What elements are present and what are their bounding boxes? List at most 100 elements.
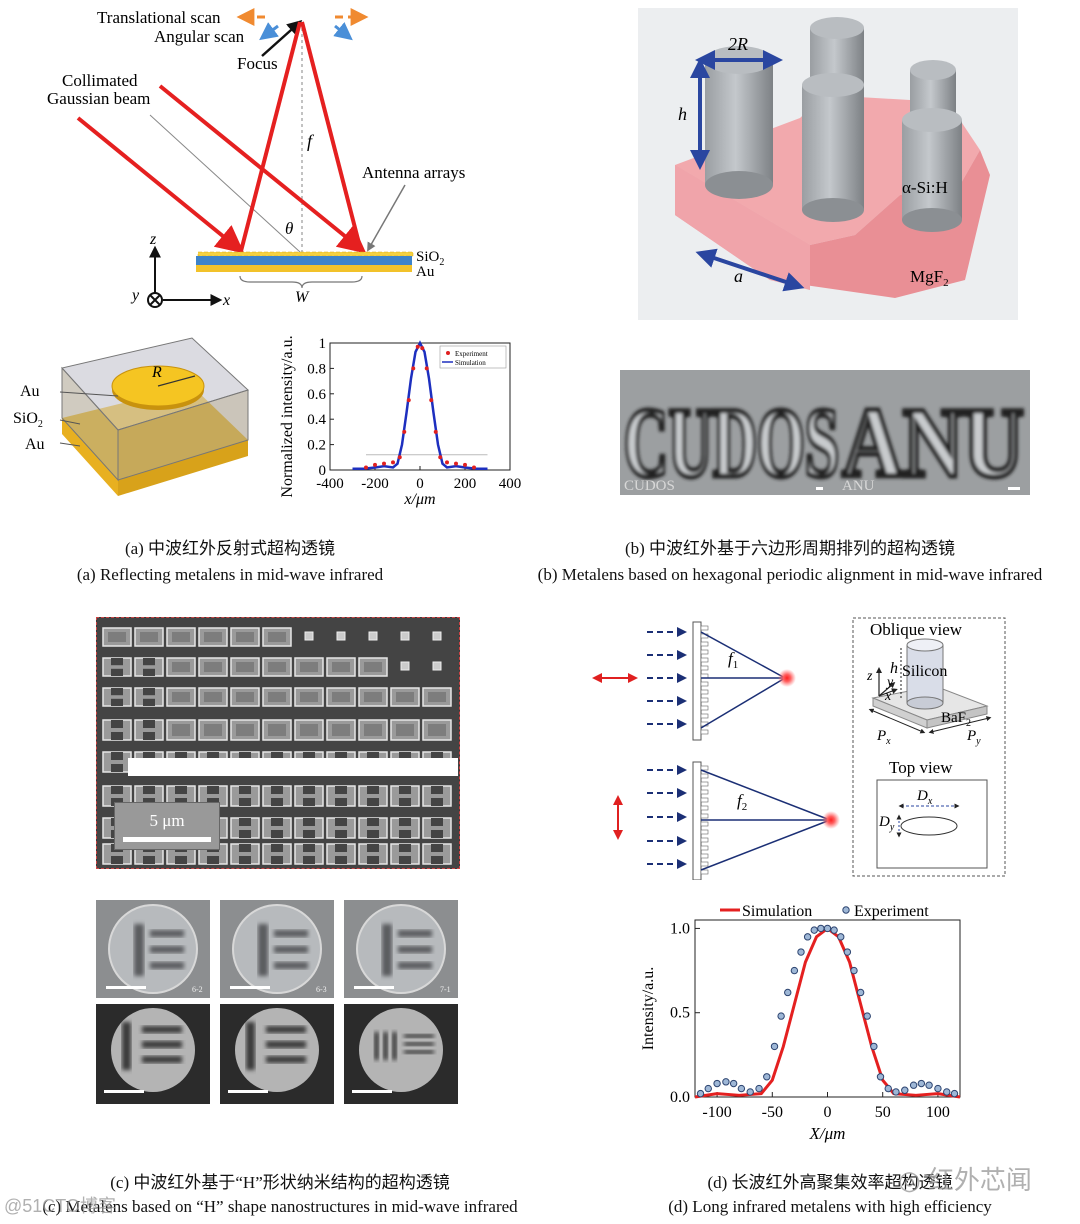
focal-spot-2 bbox=[822, 811, 840, 829]
chart-d-xtick-label: -100 bbox=[702, 1104, 731, 1121]
sem-h-notch bbox=[335, 786, 347, 794]
nanopillar bbox=[701, 642, 708, 646]
sem-h-notch bbox=[111, 856, 123, 864]
metalens-2 bbox=[693, 762, 701, 880]
chart-d-experiment-point bbox=[804, 934, 810, 940]
chart-d-ytick-label: 0.5 bbox=[670, 1005, 690, 1022]
unit-au-bottom-label: Au bbox=[25, 436, 45, 453]
sem-h-notch bbox=[399, 856, 411, 864]
chart-d-experiment-point bbox=[824, 925, 830, 931]
chart-a-experiment-point bbox=[373, 463, 377, 467]
sem-inner bbox=[236, 632, 254, 642]
pillar-5-top bbox=[902, 108, 962, 132]
sem-inner bbox=[396, 724, 414, 736]
chart-d-experiment-point bbox=[747, 1089, 753, 1095]
nanopillar bbox=[701, 658, 708, 662]
lens-sim-bar bbox=[404, 1042, 434, 1046]
top-view-ellipse bbox=[901, 817, 957, 835]
y-axis-label: y bbox=[885, 675, 894, 690]
chart-a-ytick-label: 0.8 bbox=[307, 361, 326, 377]
sem-dot bbox=[337, 632, 345, 640]
sem-h-notch bbox=[431, 844, 443, 852]
lens-sim-bar bbox=[266, 1056, 306, 1063]
collimated-label: Collimated bbox=[62, 71, 138, 90]
scale-bar-1 bbox=[816, 487, 823, 490]
sem-h-notch bbox=[367, 856, 379, 864]
sem-inner bbox=[300, 692, 318, 702]
nanopillar bbox=[701, 626, 708, 630]
sem-h-notch bbox=[111, 658, 123, 665]
sem-h-notch bbox=[143, 699, 155, 706]
chart-a-ytick-label: 1 bbox=[319, 336, 327, 352]
height-label: h bbox=[678, 104, 687, 124]
chart-a-experiment-point bbox=[463, 463, 467, 467]
nanopillar bbox=[701, 814, 708, 818]
lens-sim-bar bbox=[266, 1026, 306, 1033]
sem-h-notch bbox=[399, 798, 411, 806]
chart-d-ylabel: Intensity/a.u. bbox=[640, 967, 657, 1051]
panel-a-unit-cell: R Au SiO2 Au bbox=[0, 330, 270, 505]
chart-d-xtick-label: -50 bbox=[762, 1104, 783, 1121]
sem-h-notch bbox=[303, 856, 315, 864]
nanopillar bbox=[701, 650, 708, 654]
sem-h-notch bbox=[239, 830, 251, 838]
sem-h-notch bbox=[367, 798, 379, 806]
silicon-pillar-top bbox=[907, 639, 943, 651]
chart-d-experiment-point bbox=[778, 1013, 784, 1019]
pillar-1-base bbox=[705, 171, 773, 199]
sem-dot bbox=[401, 662, 409, 670]
antenna-row bbox=[198, 252, 413, 256]
sem-h-notch bbox=[111, 699, 123, 706]
f2-label: f2 bbox=[737, 791, 747, 813]
sem-inner bbox=[428, 724, 446, 736]
theta-label: θ bbox=[285, 219, 293, 238]
lens-sim-bar bbox=[142, 1041, 182, 1048]
oblique-view-label: Oblique view bbox=[870, 620, 963, 639]
chart-a-experiment-point bbox=[411, 366, 415, 370]
sem-inner bbox=[268, 632, 286, 642]
angular-scan-arrow bbox=[262, 26, 278, 38]
pillar-4-top bbox=[802, 73, 864, 97]
caption-d-en: (d) Long infrared metalens with high eff… bbox=[610, 1194, 1050, 1220]
lens-images: 6-26-37-1 bbox=[96, 900, 458, 1104]
caption-b-en: (b) Metalens based on hexagonal periodic… bbox=[505, 562, 1075, 588]
sem-inner bbox=[236, 692, 254, 702]
lens-photo-bar bbox=[382, 924, 392, 976]
sem-h-notch bbox=[111, 669, 123, 676]
sem-inner bbox=[204, 692, 222, 702]
sem-h-notch bbox=[335, 844, 347, 852]
watermark-right-text: 红外芯闻 bbox=[928, 1165, 1032, 1195]
sem-h-notch bbox=[111, 764, 123, 772]
caption-b-cn: (b) 中波红外基于六边形周期排列的超构透镜 bbox=[505, 536, 1075, 562]
sem-h-notch bbox=[431, 786, 443, 794]
sem-h-notch bbox=[303, 786, 315, 794]
white-overlay-bar bbox=[128, 758, 458, 776]
scale-bar-line bbox=[123, 837, 211, 842]
nanopillar bbox=[701, 730, 708, 734]
gaussian-beam-label: Gaussian beam bbox=[47, 89, 150, 108]
chart-d-experiment-point bbox=[831, 927, 837, 933]
chart-a-ytick-label: 0 bbox=[319, 463, 327, 479]
antenna-pointer bbox=[368, 185, 405, 250]
focal-spot-1 bbox=[778, 669, 796, 687]
chart-a-experiment-point bbox=[416, 345, 420, 349]
sem-h-notch bbox=[399, 844, 411, 852]
sem-h-notch bbox=[111, 786, 123, 794]
lens-photo-scale bbox=[354, 986, 394, 989]
chart-d-experiment-point bbox=[885, 1085, 891, 1091]
chart-d-experiment-point bbox=[756, 1085, 762, 1091]
lens-photo-bar bbox=[274, 946, 308, 953]
chart-a-experiment-point bbox=[438, 455, 442, 459]
lens-photo-bar bbox=[398, 962, 432, 969]
chart-a-experiment-point bbox=[407, 398, 411, 402]
chart-a-experiment-point bbox=[434, 430, 438, 434]
chart-d-xlabel: X/μm bbox=[809, 1124, 846, 1143]
sem-h-notch bbox=[271, 798, 283, 806]
chart-a-experiment-point bbox=[402, 430, 406, 434]
pillar-2-top bbox=[810, 17, 864, 39]
chart-d-experiment-point bbox=[877, 1074, 883, 1080]
silicon-label: Silicon bbox=[902, 663, 947, 680]
focus-line-2c bbox=[701, 820, 830, 870]
